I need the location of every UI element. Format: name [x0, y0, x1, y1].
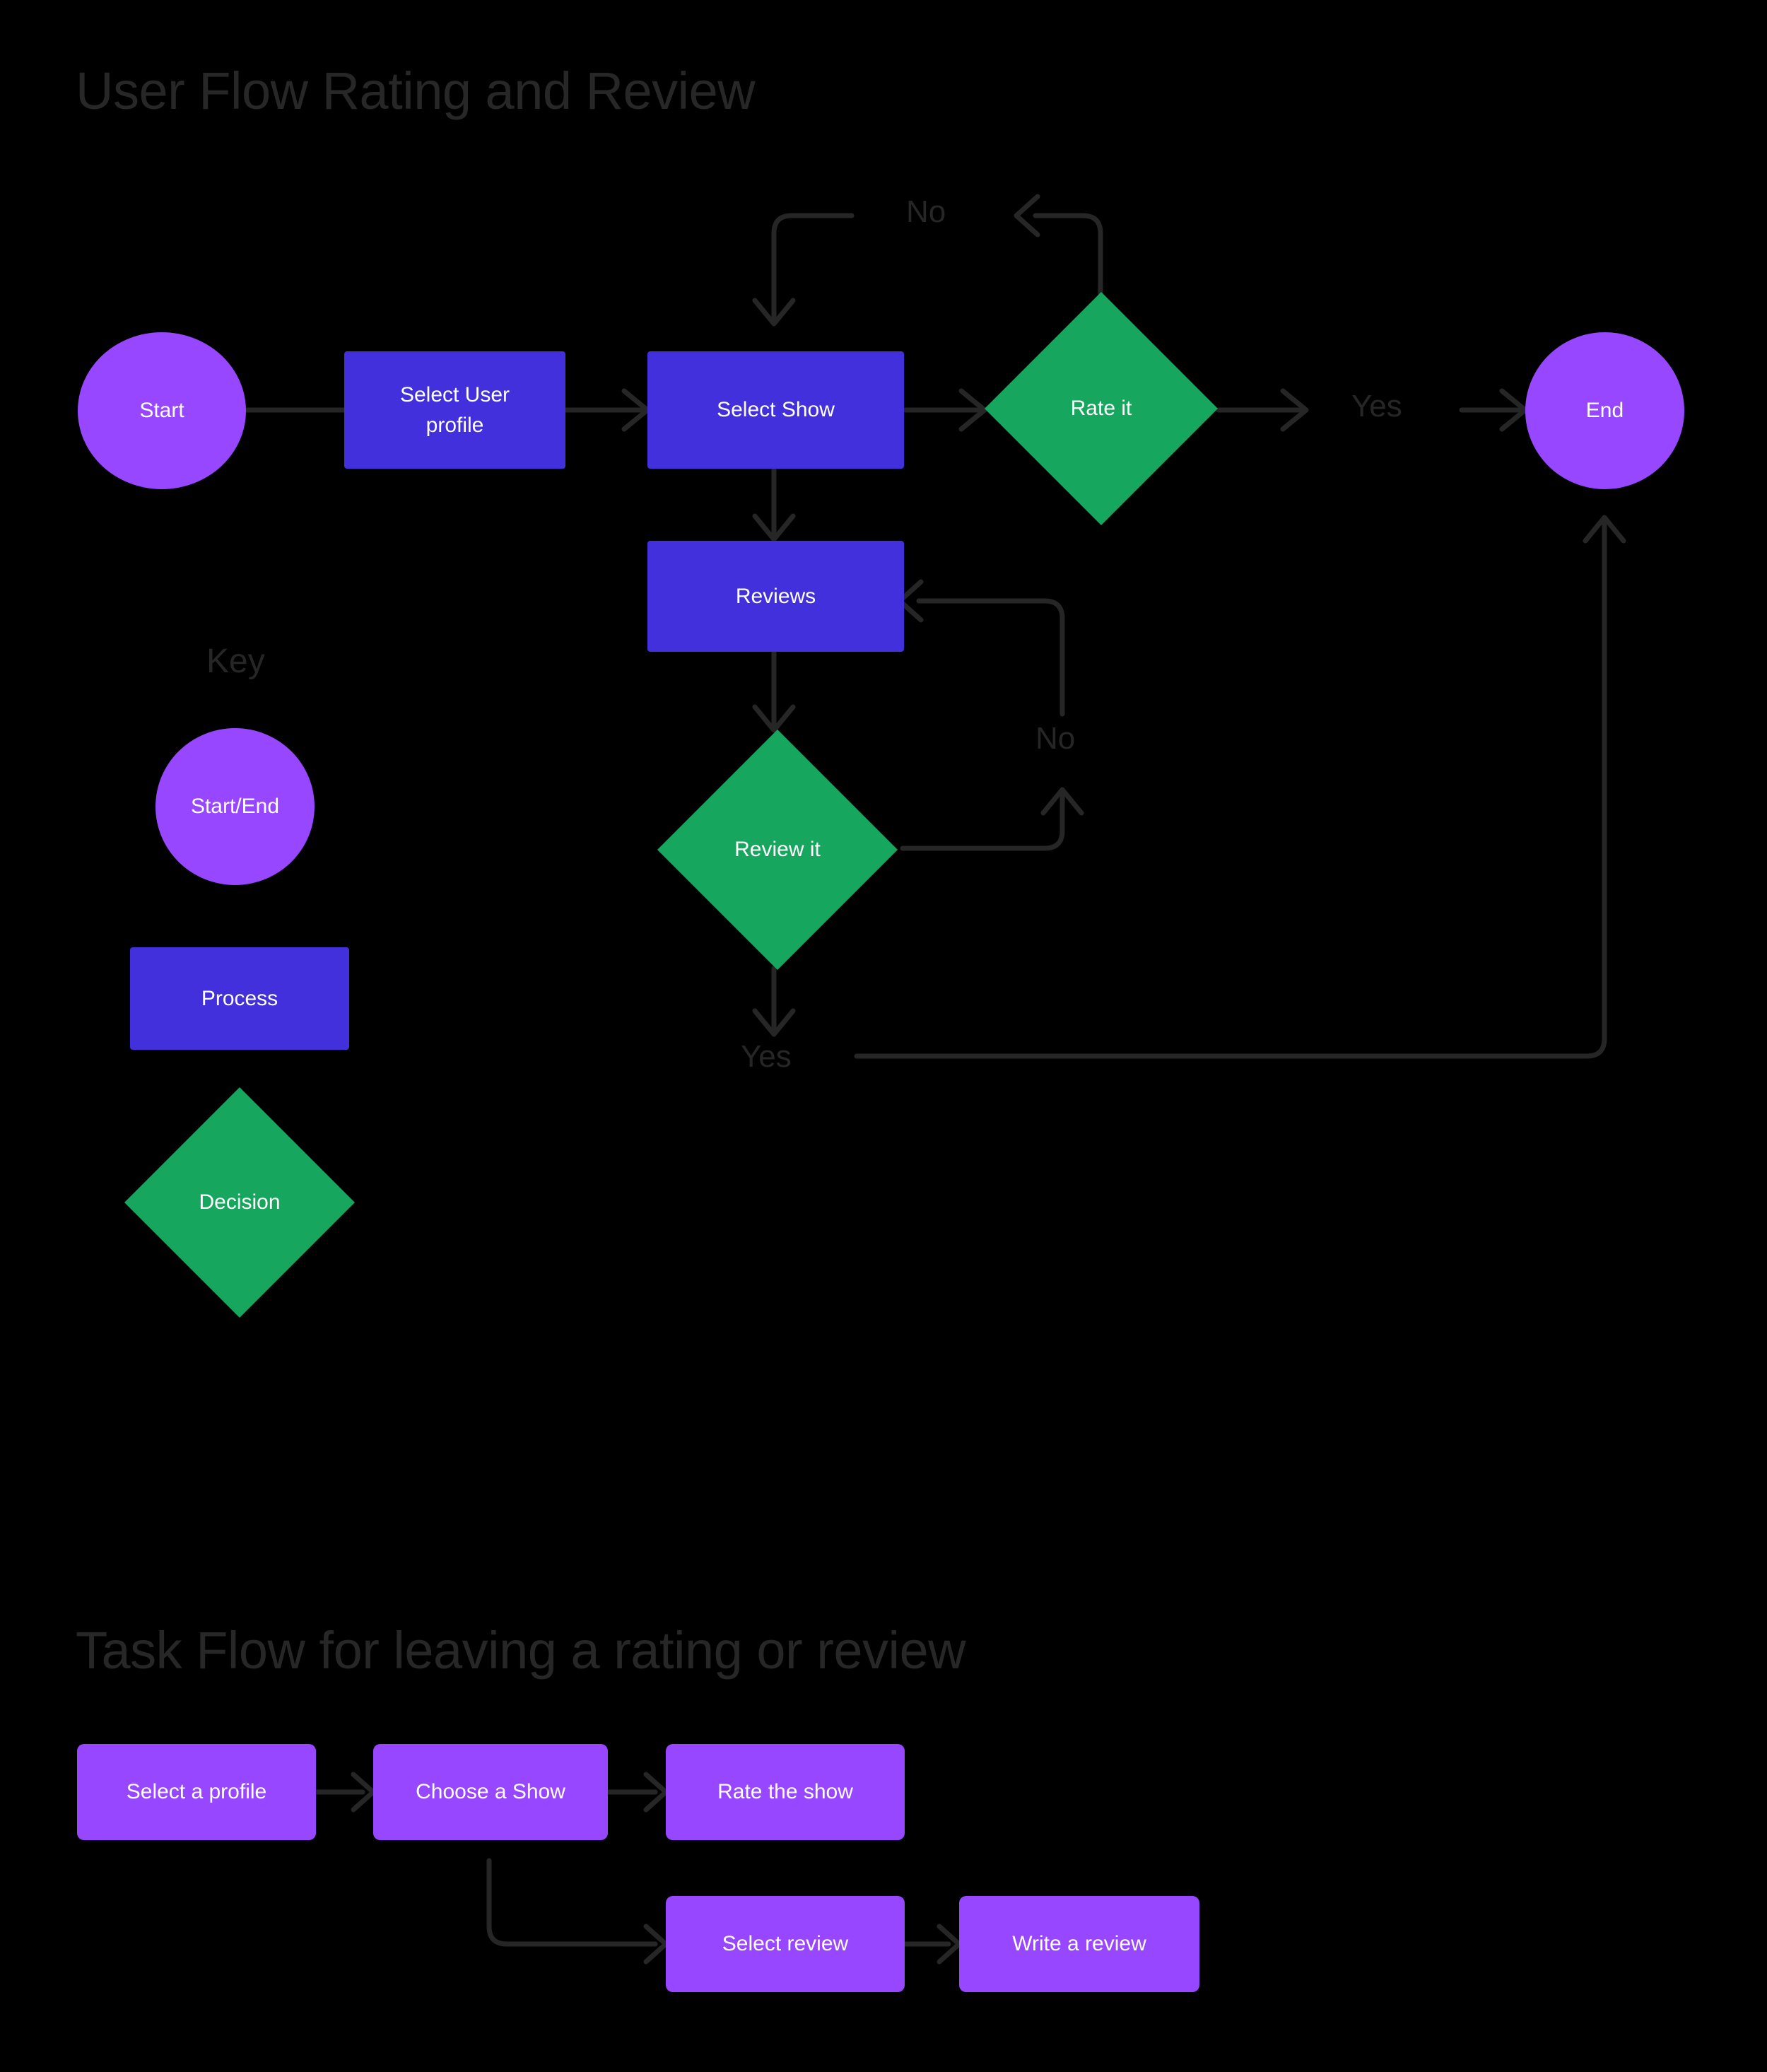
arrowhead-review-it-yes-into-end [1583, 515, 1626, 544]
node-rate-it[interactable]: Rate it [985, 292, 1218, 525]
key-heading: Key [206, 643, 265, 680]
node-reviews-label: Reviews [735, 584, 816, 608]
arrowhead-rate-it-yes-segment-1 [1280, 388, 1309, 432]
edge-review-it-no-top [916, 598, 1065, 717]
key-item-start-end: Start/End [155, 728, 315, 885]
arrowhead-tf-select-profile-to-choose-show [351, 1772, 376, 1813]
arrowhead-reviews-to-review-it [752, 704, 796, 733]
key-item-process-label: Process [201, 986, 278, 1010]
tf-node-choose-show-label: Choose a Show [416, 1780, 565, 1804]
node-review-it[interactable]: Review it [657, 730, 898, 970]
edge-label-review-it-no: No [1035, 721, 1076, 756]
arrowhead-select-user-to-select-show [621, 388, 650, 432]
node-end[interactable]: End [1525, 332, 1684, 489]
edge-rate-it-no-loop [1033, 213, 1103, 296]
arrowhead-rate-it-yes-segment-2 [1499, 388, 1528, 432]
arrowhead-select-show-to-rate-it [958, 388, 987, 432]
node-start[interactable]: Start [78, 332, 246, 489]
edge-tf-choose-show-to-select-review [486, 1858, 658, 1947]
tf-node-rate-show[interactable]: Rate the show [666, 1744, 905, 1840]
task-flow-title: Task Flow for leaving a rating or review [76, 1621, 966, 1680]
node-reviews[interactable]: Reviews [647, 541, 904, 652]
arrowhead-tf-select-review-to-write-review [937, 1924, 962, 1965]
user-flow-title: User Flow Rating and Review [76, 62, 756, 120]
edge-label-rate-it-no: No [906, 194, 946, 229]
node-rate-it-label: Rate it [1070, 397, 1132, 421]
arrowhead-review-it-no-up [1040, 787, 1084, 816]
node-end-label: End [1585, 399, 1624, 423]
node-start-label: Start [139, 399, 184, 423]
tf-node-select-profile-label: Select a profile [126, 1780, 267, 1804]
node-select-show[interactable]: Select Show [647, 351, 904, 469]
edge-review-it-no-right [900, 792, 1065, 851]
key-item-decision-label: Decision [199, 1190, 281, 1214]
edge-label-review-it-yes: Yes [741, 1039, 792, 1074]
tf-node-write-review-label: Write a review [1012, 1932, 1146, 1956]
edge-label-rate-it-yes: Yes [1351, 389, 1402, 423]
node-select-show-label: Select Show [717, 398, 835, 422]
arrowhead-tf-choose-show-to-select-review [643, 1924, 669, 1965]
key-item-decision: Decision [124, 1087, 355, 1318]
node-select-user-profile[interactable]: Select User profile [344, 351, 565, 469]
tf-node-select-review-label: Select review [722, 1932, 849, 1956]
arrowhead-tf-choose-show-to-rate-show [643, 1772, 669, 1813]
arrowhead-select-show-to-reviews [752, 513, 796, 542]
arrowhead-review-it-yes-down [752, 1008, 796, 1037]
arrowhead-rate-it-no-into-select-show [752, 298, 796, 327]
arrowhead-rate-it-no-loop [1014, 194, 1040, 238]
tf-node-select-profile[interactable]: Select a profile [77, 1744, 316, 1840]
tf-node-select-review[interactable]: Select review [666, 1896, 905, 1992]
edge-review-it-yes-to-end [854, 520, 1607, 1059]
key-item-process: Process [130, 947, 349, 1050]
edge-rate-it-no-loop-left [771, 213, 855, 321]
node-review-it-label: Review it [734, 838, 821, 862]
node-select-user-profile-label: Select User profile [399, 382, 510, 438]
tf-node-choose-show[interactable]: Choose a Show [373, 1744, 608, 1840]
key-item-start-end-label: Start/End [190, 795, 280, 819]
tf-node-rate-show-label: Rate the show [717, 1780, 853, 1804]
tf-node-write-review[interactable]: Write a review [959, 1896, 1199, 1992]
